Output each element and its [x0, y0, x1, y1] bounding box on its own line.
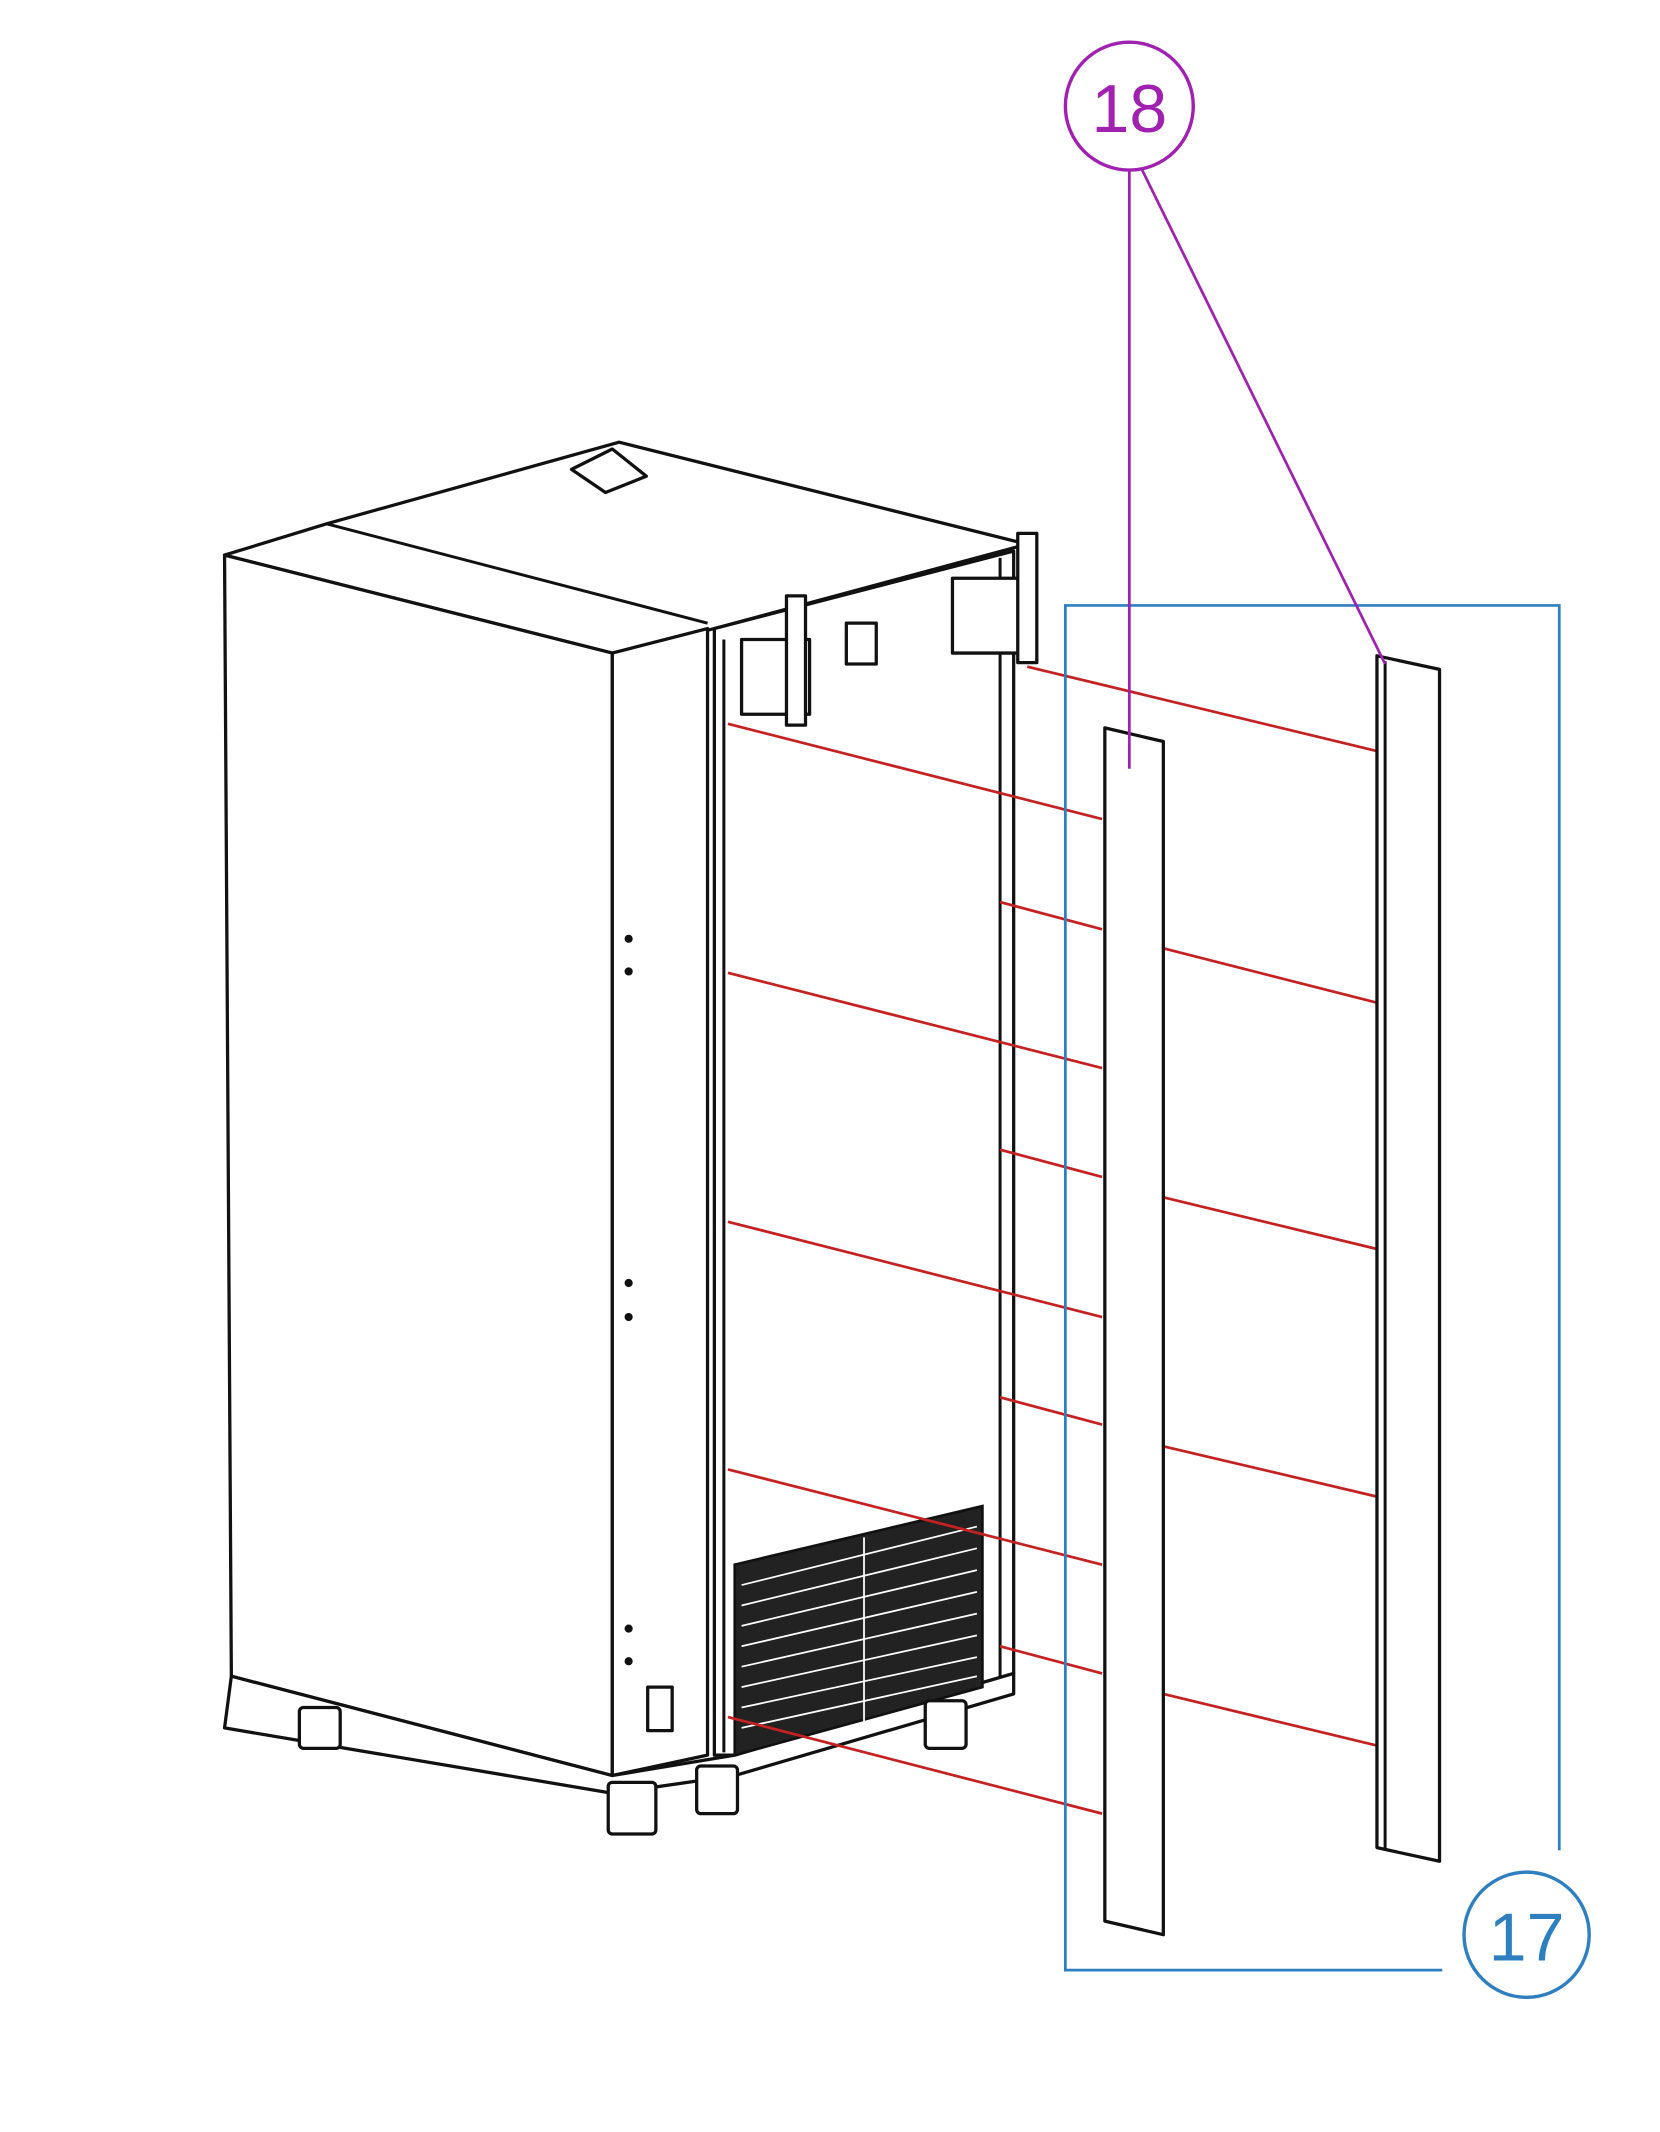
screw-dots: [624, 934, 633, 1666]
cabinet-left-panel: [222, 553, 614, 1778]
cabinet-top-seam: [326, 522, 708, 625]
callout-18: 18: [1063, 40, 1195, 172]
cabinet: [222, 440, 1039, 1836]
connector-line: [999, 1395, 1103, 1426]
seal-strip-front: [1103, 726, 1165, 1937]
hinge-left-bracket: [784, 594, 808, 727]
connector-line: [1163, 946, 1378, 1005]
foot: [297, 1705, 342, 1750]
connector-line: [727, 971, 1103, 1070]
foot: [695, 1764, 740, 1816]
callout-17-label: 17: [1489, 1899, 1565, 1975]
connector-line: [999, 1148, 1103, 1179]
connector-line: [1163, 1195, 1378, 1251]
cabinet-side-strip: [610, 626, 710, 1778]
vent-slot: [844, 621, 878, 666]
assembly-connector-lines: [727, 665, 1378, 1815]
side-latch: [646, 1685, 674, 1733]
seal-strip-rear: [1375, 654, 1442, 1863]
hinge-right-bracket: [1016, 531, 1039, 665]
condenser-grille: [733, 1504, 984, 1757]
connector-line: [1163, 1692, 1378, 1747]
connector-line: [1026, 665, 1378, 753]
part-18-leader-line: [1138, 165, 1387, 665]
connector-line: [727, 1468, 1103, 1566]
cabinet-base: [222, 1671, 1016, 1795]
connector-line: [999, 1644, 1103, 1675]
callout-18-label: 18: [1091, 71, 1167, 147]
part-17-group-bracket: [1064, 604, 1561, 1972]
connector-line: [727, 1715, 1103, 1815]
connector-line: [727, 1220, 1103, 1319]
cabinet-top-plate: [569, 447, 648, 495]
foot: [606, 1780, 658, 1836]
hinge-right: [950, 576, 1029, 655]
foot: [923, 1699, 968, 1750]
callout-17: 17: [1462, 1870, 1591, 2000]
connector-line: [999, 900, 1103, 931]
connector-line: [1163, 1444, 1378, 1498]
connector-line: [727, 722, 1103, 821]
